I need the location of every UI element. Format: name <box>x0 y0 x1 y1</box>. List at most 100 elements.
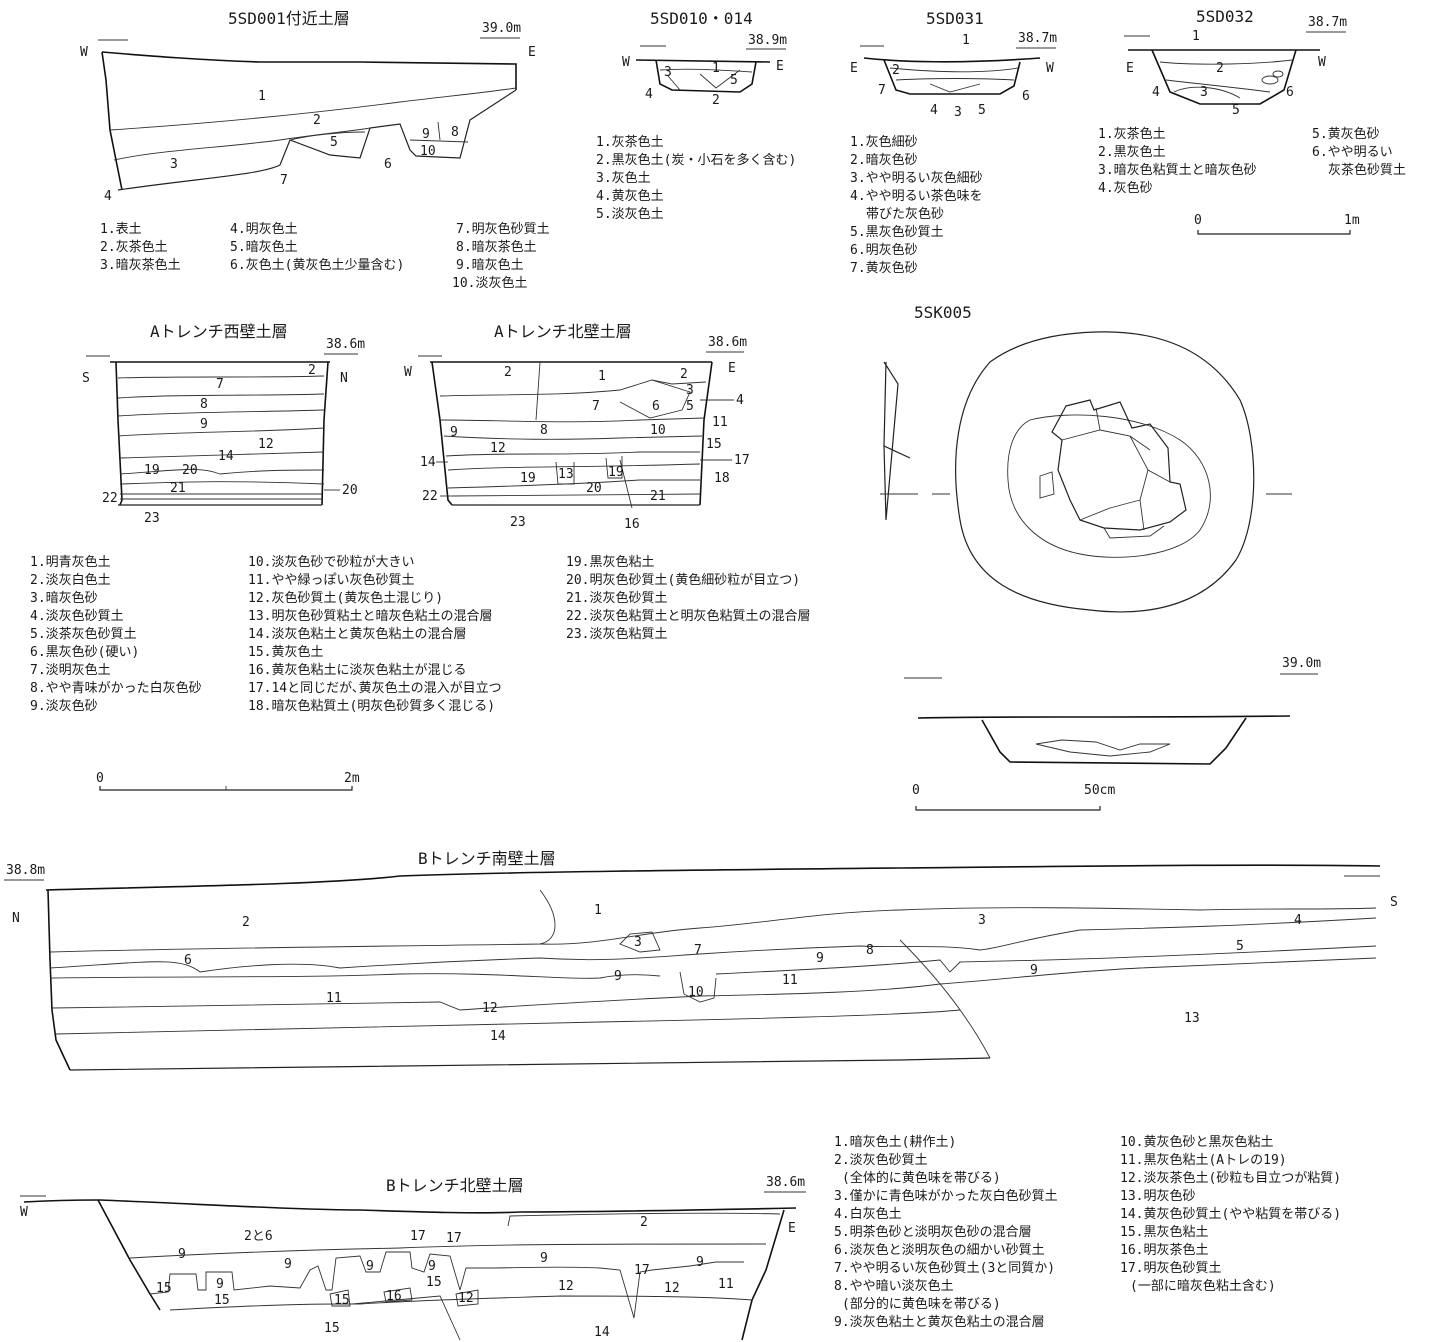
num: 15 <box>214 1293 230 1308</box>
num: 10 <box>420 144 436 159</box>
layer <box>1159 59 1293 65</box>
elevation-b-south: 38.8m <box>6 863 45 878</box>
num: 14 <box>594 1325 610 1340</box>
legend-item: 11.黒灰色粘土(Aトレの19) <box>1120 1152 1287 1168</box>
layer-2-3 <box>113 127 371 161</box>
layer <box>715 945 1377 975</box>
wall-right <box>741 1209 785 1341</box>
num: 6 <box>384 157 392 172</box>
num: 5 <box>978 103 986 118</box>
dir-right: E <box>776 59 784 74</box>
title-a-north: Aトレンチ北壁土層 <box>494 322 632 341</box>
num: 2 <box>1216 61 1224 76</box>
num: 2 <box>712 93 720 108</box>
section-a-trench-north: Aトレンチ北壁土層 38.6m W E 2 1 2 3 4 5 6 7 8 9 … <box>404 322 750 532</box>
layer <box>117 393 325 399</box>
lens-12 <box>455 1289 479 1307</box>
legend-item: 2.淡灰色砂質土 <box>834 1152 928 1168</box>
stone-section <box>1035 739 1171 757</box>
pit-inner-outline <box>1007 414 1211 558</box>
elevation-5sd010: 38.9m <box>748 33 787 48</box>
wall-right <box>699 361 713 506</box>
num: 9 <box>422 127 430 142</box>
legend-item: 1.灰茶色土 <box>1098 126 1166 142</box>
profile-left-wall <box>101 51 123 191</box>
legend-item: 14.淡灰色粘土と黄灰色粘土の混合層 <box>248 626 466 642</box>
lens-outlines <box>149 1251 461 1295</box>
leader <box>619 459 633 509</box>
wall-left <box>431 361 453 506</box>
layer <box>535 361 541 421</box>
layer <box>445 451 700 457</box>
num: 9 <box>614 969 622 984</box>
pit <box>883 59 1021 95</box>
num: 7 <box>280 173 288 188</box>
layer <box>117 375 325 379</box>
bottom <box>69 1057 991 1071</box>
layer <box>899 939 991 1059</box>
num: 3 <box>634 935 642 950</box>
legend-item: 3.灰色土 <box>596 170 651 186</box>
elevation-5sk005: 39.0m <box>1282 656 1321 671</box>
num: 5 <box>686 399 694 414</box>
dir-left: E <box>850 61 858 76</box>
layer-8-9 <box>437 121 441 141</box>
legend-item: 9.淡灰色砂 <box>30 698 98 714</box>
legend-item: 8.暗灰茶色土 <box>456 239 537 255</box>
legend-item: 灰茶色砂質土 <box>1328 162 1406 178</box>
num: 4 <box>930 103 938 118</box>
legend-item: 5.暗灰色土 <box>230 239 298 255</box>
num: 6 <box>652 399 660 414</box>
legend-item: 15.黒灰色粘土 <box>1120 1224 1208 1240</box>
num: 4 <box>1294 913 1302 928</box>
legend-item: 4.淡灰色砂質土 <box>30 608 124 624</box>
num: 9 <box>428 1259 436 1274</box>
legend-item: 6.淡灰色と淡明灰色の細かい砂質土 <box>834 1242 1045 1258</box>
title-5sd031: 5SD031 <box>926 9 984 28</box>
num: 3 <box>664 65 672 80</box>
num: 9 <box>366 1259 374 1274</box>
wall-left <box>115 361 123 506</box>
num: 7 <box>216 377 224 392</box>
legend-item: 7.淡明灰色土 <box>30 662 111 678</box>
num: 5 <box>330 135 338 150</box>
scale-bar <box>915 806 1101 811</box>
layer <box>699 69 741 89</box>
layer <box>169 1295 753 1311</box>
legend-item: 16.明灰茶色土 <box>1120 1242 1208 1258</box>
ground <box>917 715 1291 719</box>
layer <box>49 889 556 953</box>
num: 12 <box>558 1279 574 1294</box>
num: 12 <box>458 1291 474 1306</box>
num: 9 <box>216 1277 224 1292</box>
layer <box>447 463 701 471</box>
legend-item: 2.黒灰色土 <box>1098 144 1166 160</box>
layer <box>539 907 1377 945</box>
stone-base <box>1103 525 1165 539</box>
section-a-trench-west: Aトレンチ西壁土層 38.6m S N 7 8 9 12 14 19 20 21… <box>82 322 365 526</box>
dir-left: W <box>20 1205 28 1220</box>
legend-item: 20.明灰色砂質土(黄色細砂粒が目立つ) <box>566 572 800 588</box>
num: 22 <box>422 489 438 504</box>
legend-item: 17.明灰色砂質土 <box>1120 1260 1221 1276</box>
section-5sd010-014: 5SD010・014 38.9m W E 1 2 3 4 5 1.灰茶色土 2.… <box>596 9 796 222</box>
layer <box>351 1295 461 1341</box>
title-a-west: Aトレンチ西壁土層 <box>150 322 288 341</box>
legend-item: 2.灰茶色土 <box>100 239 168 255</box>
pit <box>655 59 757 93</box>
legend-item: 6.灰色土(黄灰色土少量含む) <box>230 257 404 273</box>
num: 11 <box>712 415 728 430</box>
legend-item: 7.やや明るい灰色砂質土(3と同質か) <box>834 1260 1055 1276</box>
num: 3 <box>954 105 962 120</box>
lens-16 <box>383 1287 413 1303</box>
num: 4 <box>736 393 744 408</box>
legend-item: 9.暗灰色土 <box>456 257 524 273</box>
layer <box>1165 79 1271 93</box>
num: 9 <box>540 1251 548 1266</box>
legend-item: 6.明灰色砂 <box>850 242 918 258</box>
num: 9 <box>816 951 824 966</box>
layer <box>119 451 325 459</box>
scale-start: 0 <box>912 783 920 798</box>
num: 15 <box>156 1281 172 1296</box>
layer <box>55 1009 961 1035</box>
